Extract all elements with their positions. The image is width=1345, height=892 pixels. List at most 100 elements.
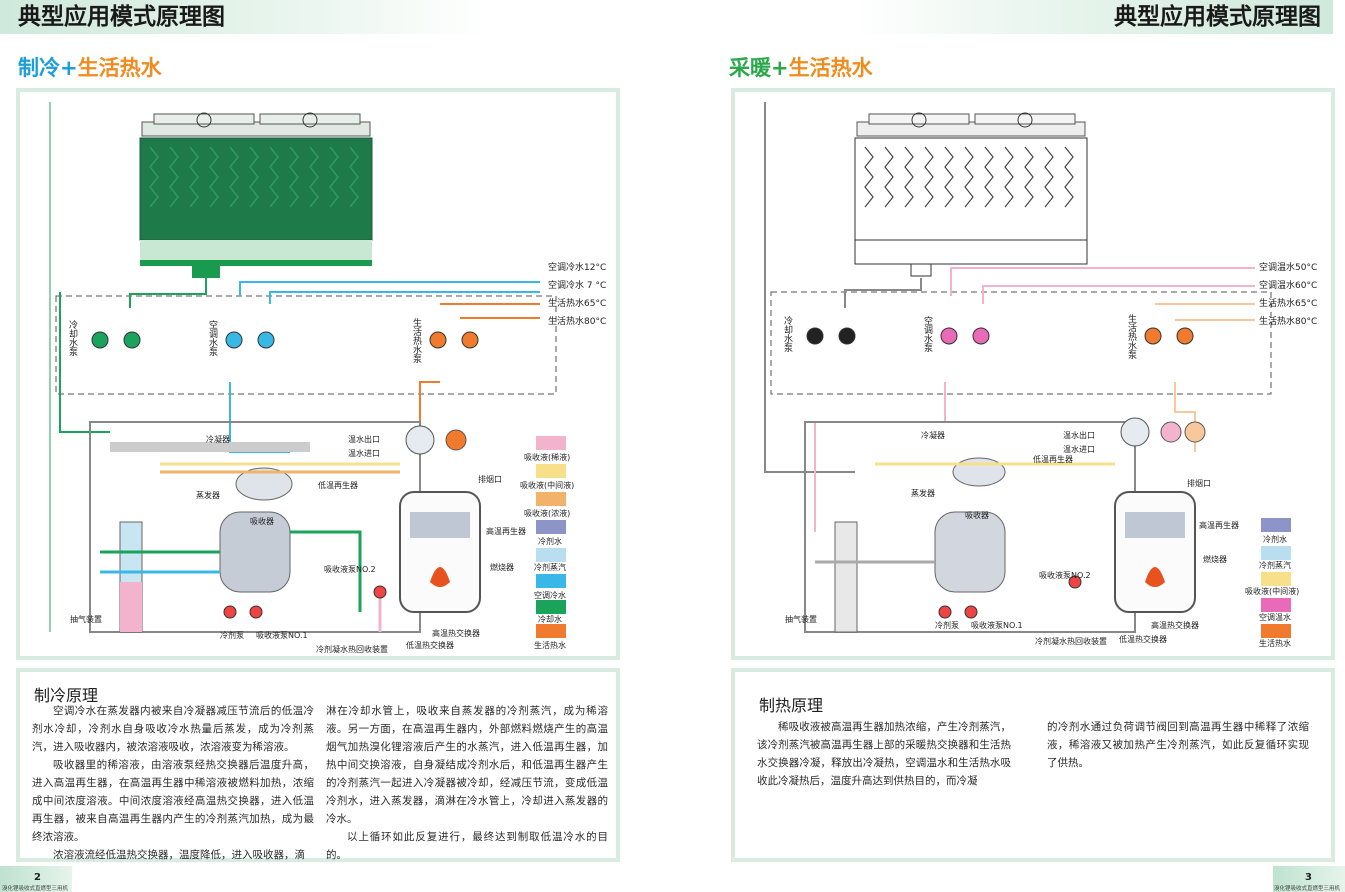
- label-abs-pump1: 吸收液泵NO.1: [971, 620, 1023, 630]
- mode-title-heating: 采暖: [729, 56, 771, 80]
- cooling-tower: [854, 112, 1088, 277]
- legend-swatch: [536, 492, 566, 506]
- right-page: 典型应用模式原理图 采暖+生活热水: [705, 0, 1345, 892]
- section-title: 制热原理: [759, 696, 824, 715]
- label-lt-hx: 低温热交换器: [1119, 634, 1167, 644]
- label-burner: 燃烧器: [490, 562, 514, 572]
- chiller-unit: [89, 421, 481, 633]
- label-purge: 抽气装置: [70, 614, 102, 624]
- label-absorber: 吸收器: [250, 516, 274, 526]
- label-ref-pump: 冷剂泵: [935, 620, 959, 630]
- legend-label: 冷剂蒸汽: [1259, 560, 1291, 570]
- legend-label: 吸收液(中间液): [520, 480, 574, 490]
- diagram-frame: 空调冷水12°C 空调冷水 7 °C 生活热水65°C 生活热水80°C 冷却水…: [16, 88, 620, 660]
- legend: 吸收液(稀液) 吸收液(中间液) 吸收液(浓液) 冷剂水 冷剂蒸汽 空调冷水 冷…: [520, 436, 574, 650]
- page-number: 2: [34, 872, 41, 883]
- label-exhaust: 排烟口: [478, 474, 502, 484]
- label-lt-hx: 低温热交换器: [406, 640, 454, 650]
- outlet-label: 空调冷水 7 °C: [548, 279, 606, 291]
- mode-title-hotwater: 生活热水: [77, 56, 162, 80]
- footer-bar: [0, 866, 72, 892]
- label-absorber: 吸收器: [965, 510, 989, 520]
- mode-title: 采暖+生活热水: [729, 52, 873, 82]
- legend-swatch: [536, 548, 566, 562]
- paragraph: 吸收器里的稀溶液，由溶液泵经热交换器后温度升高，进入高温再生器，在高温再生器中稀…: [32, 759, 314, 843]
- paragraph: 的冷剂水通过负荷调节阀回到高温再生器中稀释了浓缩液，稀溶液又被加热产生冷剂蒸汽，…: [1047, 721, 1309, 769]
- mode-title-plus: +: [771, 56, 789, 80]
- label-ht-gen: 高温再生器: [486, 526, 526, 536]
- legend-swatch: [536, 436, 566, 450]
- legend: 冷剂水 冷剂蒸汽 吸收液(中间液) 空调温水 生活热水: [1245, 518, 1299, 648]
- pump-label: 冷却水泵: [67, 319, 78, 356]
- text-column-1: 稀吸收液被高温再生器加热浓缩，产生冷剂蒸汽，该冷剂蒸汽被高温再生器上部的采暖热交…: [757, 718, 1011, 790]
- legend-label: 空调冷水: [534, 590, 566, 600]
- mode-title: 制冷+生活热水: [18, 52, 162, 82]
- legend-swatch: [1261, 518, 1291, 532]
- chiller-unit: [804, 417, 1206, 633]
- legend-label: 生活热水: [1259, 638, 1291, 648]
- paragraph: 以上循环如此反复进行，最终达到制取低温冷水的目的。: [326, 831, 608, 861]
- legend-swatch: [536, 624, 566, 638]
- left-page: 典型应用模式原理图 制冷+生活热水: [0, 0, 640, 892]
- pump-label: 冷却水泵: [782, 315, 793, 352]
- label-lt-gen: 低温再生器: [318, 480, 358, 490]
- legend-swatch: [1261, 572, 1291, 586]
- paragraph: 空调冷水在蒸发器内被来自冷凝器减压节流后的低温冷剂水冷却，冷剂水自身吸收冷水热量…: [32, 705, 314, 753]
- text-frame: 制冷原理 空调冷水在蒸发器内被来自冷凝器减压节流后的低温冷剂水冷却，冷剂水自身吸…: [16, 668, 620, 862]
- page-header: 典型应用模式原理图: [0, 0, 488, 34]
- label-evaporator: 蒸发器: [196, 490, 220, 500]
- label-purge: 抽气装置: [785, 614, 817, 624]
- cooling-diagram: 空调冷水12°C 空调冷水 7 °C 生活热水65°C 生活热水80°C 冷却水…: [49, 102, 606, 654]
- footer-text: 溴化锂吸收式直燃型三用机: [2, 886, 69, 892]
- label-recovery: 冷剂凝水热回收装置: [1035, 636, 1107, 646]
- diagram-frame: 空调温水50°C 空调温水60°C 生活热水65°C 生活热水80°C 冷却水泵…: [731, 88, 1335, 660]
- mode-title-hotwater: 生活热水: [788, 56, 873, 80]
- label-hot-out: 温水出口: [1063, 430, 1095, 440]
- paragraph: 稀吸收液被高温再生器加热浓缩，产生冷剂蒸汽，该冷剂蒸汽被高温再生器上部的采暖热交…: [757, 721, 1011, 787]
- footer-text: 溴化锂吸收式直燃型三用机: [1274, 886, 1341, 892]
- label-recovery: 冷剂凝水热回收装置: [316, 644, 388, 654]
- label-ht-hx: 高温热交换器: [1151, 620, 1199, 630]
- outlet-label: 空调温水50°C: [1259, 261, 1317, 273]
- label-hot-out: 温水出口: [348, 434, 380, 444]
- paragraph: 浓溶液流经低温热交换器，温度降低，进入吸收器，滴: [53, 849, 305, 861]
- page-header: 典型应用模式原理图: [851, 0, 1333, 34]
- label-hot-in: 温水进口: [1063, 444, 1095, 454]
- pump-group-cooling: [91, 331, 479, 349]
- label-burner: 燃烧器: [1203, 554, 1227, 564]
- text-column-2: 淋在冷却水管上，吸收来自蒸发器的冷剂蒸汽，成为稀溶液。另一方面，在高温再生器内，…: [326, 702, 608, 864]
- label-evaporator: 蒸发器: [911, 488, 935, 498]
- text-column-1: 空调冷水在蒸发器内被来自冷凝器减压节流后的低温冷剂水冷却，冷剂水自身吸收冷水热量…: [32, 702, 314, 864]
- label-ht-gen: 高温再生器: [1199, 520, 1239, 530]
- outlet-label: 空调冷水12°C: [548, 261, 606, 273]
- legend-swatch: [536, 600, 566, 614]
- legend-label: 吸收液(浓液): [524, 508, 570, 518]
- legend-label: 冷剂蒸汽: [534, 562, 566, 572]
- label-abs-pump2: 吸收液泵NO.2: [324, 564, 376, 574]
- legend-label: 生活热水: [534, 640, 566, 650]
- footer-bar: [1273, 866, 1345, 892]
- label-abs-pump1: 吸收液泵NO.1: [256, 630, 308, 640]
- legend-swatch: [536, 520, 566, 534]
- legend-swatch: [1261, 598, 1291, 612]
- text-column-2: 的冷剂水通过负荷调节阀回到高温再生器中稀释了浓缩液，稀溶液又被加热产生冷剂蒸汽，…: [1047, 718, 1309, 772]
- pump-label: 生活热水泵: [411, 317, 422, 363]
- label-condenser: 冷凝器: [206, 434, 230, 444]
- legend-label: 冷剂水: [1263, 534, 1287, 544]
- legend-swatch: [1261, 546, 1291, 560]
- outlet-label: 空调温水60°C: [1259, 279, 1317, 291]
- legend-label: 冷剂水: [538, 536, 562, 546]
- mode-title-plus: +: [60, 56, 78, 80]
- outlet-label: 生活热水65°C: [548, 297, 606, 309]
- section-title: 制冷原理: [34, 686, 99, 705]
- label-condenser: 冷凝器: [921, 430, 945, 440]
- label-exhaust: 排烟口: [1187, 478, 1211, 488]
- legend-swatch: [536, 574, 566, 588]
- pump-label: 空调水泵: [922, 315, 933, 352]
- mode-title-cooling: 制冷: [18, 56, 60, 80]
- pump-label: 空调水泵: [207, 319, 218, 356]
- label-lt-gen: 低温再生器: [1033, 454, 1073, 464]
- pump-group-heating: [806, 327, 1194, 345]
- page-number: 3: [1305, 872, 1312, 883]
- legend-swatch: [1261, 624, 1291, 638]
